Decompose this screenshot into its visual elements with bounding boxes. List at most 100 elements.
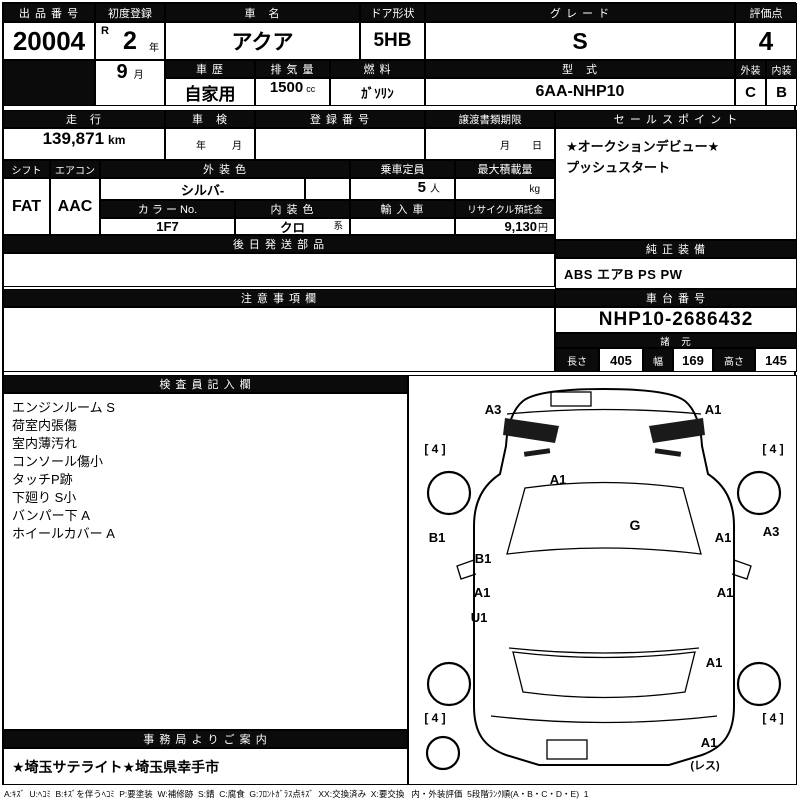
- damage-label: B1: [475, 551, 492, 566]
- dimensions-label: 諸 元: [555, 333, 797, 348]
- office-label: 事 務 局 よ り ご 案 内: [3, 730, 408, 748]
- shift-label: シフト: [3, 160, 50, 178]
- first-reg-year: 2: [123, 26, 137, 55]
- auction-no-filler: [3, 60, 95, 106]
- ext-color-label: 外 装 色: [100, 160, 350, 178]
- width-label: 幅: [643, 348, 673, 372]
- model-label: 型 式: [425, 60, 735, 78]
- ac-label: エアコン: [50, 160, 100, 178]
- inspector-note: 荷室内張傷: [12, 418, 78, 433]
- recycle-label: リサイクル預託金: [455, 200, 555, 218]
- int-color-value: クロ: [279, 221, 305, 235]
- int-color-value-cell: クロ 系: [235, 218, 350, 235]
- width-value: 169: [673, 348, 713, 372]
- capacity-unit: 人: [430, 184, 440, 195]
- chassis-no-value: NHP10-2686432: [555, 307, 797, 333]
- reg-no-value-cell: [255, 128, 425, 160]
- damage-label: G: [630, 517, 641, 533]
- transfer-deadline-label: 譲渡書類期限: [425, 110, 555, 128]
- shift-value: FAT: [3, 178, 50, 235]
- later-parts-content: [3, 253, 555, 287]
- import-label: 輸 入 車: [350, 200, 455, 218]
- mileage-unit: km: [108, 133, 126, 147]
- capacity-value: 5: [417, 179, 426, 196]
- reg-no-label: 登 録 番 号: [255, 110, 425, 128]
- exterior-label: 外装: [735, 60, 766, 78]
- ext-color-value: シルバ-: [100, 178, 305, 200]
- exterior-grade: C: [735, 78, 766, 106]
- displacement-unit: cc: [306, 84, 316, 94]
- capacity-label: 乗車定員: [350, 160, 455, 178]
- color-no-value: 1F7: [100, 218, 235, 235]
- damage-label: B1: [429, 530, 446, 545]
- history-value: 自家用: [165, 78, 255, 106]
- first-reg-year-unit: 年: [149, 43, 159, 54]
- car-panel-lines: [456, 391, 752, 760]
- damage-label: [ 4 ]: [762, 442, 783, 456]
- inspector-note: バンパー下 A: [12, 508, 90, 523]
- office-value: ★埼玉サテライト★埼玉県幸手市: [3, 748, 408, 785]
- chassis-no-label: 車 台 番 号: [555, 289, 797, 307]
- equipment-value: ABS エアB PS PW: [555, 258, 797, 289]
- score-label: 評価点: [735, 3, 797, 22]
- int-color-label: 内 装 色: [235, 200, 350, 218]
- rear-window: [512, 651, 696, 699]
- sales-point-label: セ ー ル ス ポ イ ン ト: [555, 110, 797, 128]
- shaken-label: 車 検: [165, 110, 255, 128]
- interior-grade: B: [766, 78, 797, 106]
- first-reg-month-cell: 9 月: [95, 60, 165, 106]
- car-name-value: アクア: [165, 22, 360, 60]
- auction-no-value: 20004: [3, 22, 95, 60]
- damage-label: A3: [763, 524, 780, 539]
- inspector-note: タッチP跡: [12, 472, 73, 487]
- displacement-label: 排 気 量: [255, 60, 330, 78]
- inspector-note: コンソール傷小: [12, 454, 104, 469]
- model-value: 6AA-NHP10: [425, 78, 735, 106]
- height-label: 高さ: [713, 348, 755, 372]
- displacement-value: 1500: [269, 79, 304, 96]
- first-reg-era: R: [101, 25, 109, 37]
- damage-label: [ 4 ]: [762, 711, 783, 725]
- spare-tire: [425, 735, 461, 771]
- color-no-label: カ ラ ー No.: [100, 200, 235, 218]
- fuel-label: 燃 料: [330, 60, 425, 78]
- shaken-value-cell: 年 月: [165, 128, 255, 160]
- damage-label: A1: [706, 655, 723, 670]
- car-body-outline: [473, 387, 735, 766]
- fuel-value: ｶﾞｿﾘﾝ: [330, 78, 425, 106]
- windshield: [506, 481, 702, 555]
- import-value-cell: [350, 218, 455, 235]
- wheel-front-left: [426, 470, 472, 516]
- later-parts-label: 後 日 発 送 部 品: [3, 235, 555, 253]
- transfer-month-unit: 月: [500, 140, 510, 152]
- wheel-front-right: [736, 470, 782, 516]
- caution-content: [3, 307, 555, 372]
- auction-no-label: 出 品 番 号: [3, 3, 95, 22]
- wheels: [425, 470, 782, 771]
- length-label: 長さ: [555, 348, 599, 372]
- damage-label: A1: [705, 402, 722, 417]
- sales-point-line2: プッシュスタート: [566, 159, 671, 175]
- recycle-unit: 円: [538, 223, 548, 234]
- inspector-label: 検 査 員 記 入 欄: [3, 375, 408, 393]
- equipment-label: 純 正 装 備: [555, 240, 797, 258]
- wiper-left: [523, 448, 551, 457]
- max-load-label: 最大積載量: [455, 160, 555, 178]
- grade-label: グ レ ー ド: [425, 3, 735, 22]
- score-value: 4: [735, 22, 797, 60]
- first-reg-year-cell: R 2 年: [95, 22, 165, 60]
- sales-point-line1: ★オークションデビュー★: [566, 139, 720, 154]
- mirror-right: [731, 559, 752, 580]
- capacity-value-cell: 5 人: [350, 178, 455, 200]
- sales-point-content: ★オークションデビュー★ プッシュスタート: [555, 128, 797, 240]
- height-value: 145: [755, 348, 797, 372]
- first-reg-month: 9: [116, 61, 128, 83]
- inspector-note: 下廻り S小: [12, 490, 77, 505]
- mirror-left: [456, 559, 477, 580]
- inspector-note: エンジンルーム S: [12, 400, 115, 415]
- damage-label: A3: [485, 402, 502, 417]
- headlight-left: [503, 418, 559, 443]
- damage-label: A1: [715, 530, 732, 545]
